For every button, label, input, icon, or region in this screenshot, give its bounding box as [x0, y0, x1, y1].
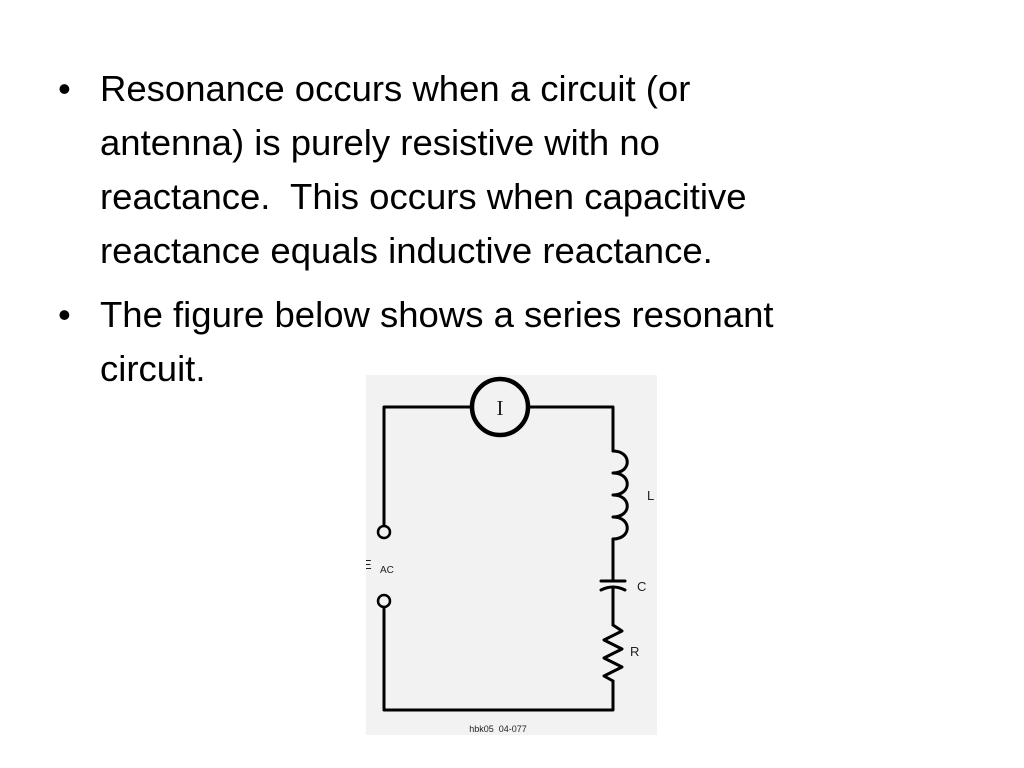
- inductor-label: L: [647, 488, 654, 503]
- bullet-marker: •: [58, 68, 71, 109]
- inductor-coil: [611, 449, 629, 541]
- resistor-label: R: [630, 644, 639, 659]
- bullet-line: reactance equals inductive reactance.: [100, 230, 713, 271]
- series-resonant-circuit-figure: I L C R E AC hbk05 04-077: [366, 375, 657, 735]
- figure-caption: hbk05 04-077: [469, 724, 527, 734]
- bullet-line: The figure below shows a series resonant: [100, 294, 774, 335]
- wire-bottom: [382, 607, 615, 712]
- bullet-line: reactance. This occurs when capacitive: [100, 176, 747, 217]
- wire-top-right: [528, 405, 615, 453]
- bullet-list: • Resonance occurs when a circuit (or an…: [58, 62, 958, 406]
- resistor-zigzag: [602, 623, 624, 683]
- bullet-line: Resonance occurs when a circuit (or: [100, 68, 691, 109]
- wire-left-upper: [382, 405, 472, 527]
- meter-label: I: [497, 396, 504, 420]
- source-terminal-bottom: [376, 593, 392, 609]
- bullet-line: antenna) is purely resistive with no: [100, 122, 660, 163]
- bullet-resonance: • Resonance occurs when a circuit (or an…: [58, 62, 958, 278]
- capacitor-label: C: [637, 579, 646, 594]
- source-terminal-top: [376, 524, 392, 540]
- bullet-marker: •: [58, 294, 71, 335]
- current-meter: [469, 376, 531, 438]
- source-label: E: [366, 557, 372, 572]
- bullet-line: circuit.: [100, 348, 206, 389]
- bullet-figure-intro: • The figure below shows a series resona…: [58, 288, 958, 396]
- source-subscript: AC: [380, 565, 394, 576]
- circuit-diagram: I L C R E AC hbk05 04-077: [366, 376, 654, 734]
